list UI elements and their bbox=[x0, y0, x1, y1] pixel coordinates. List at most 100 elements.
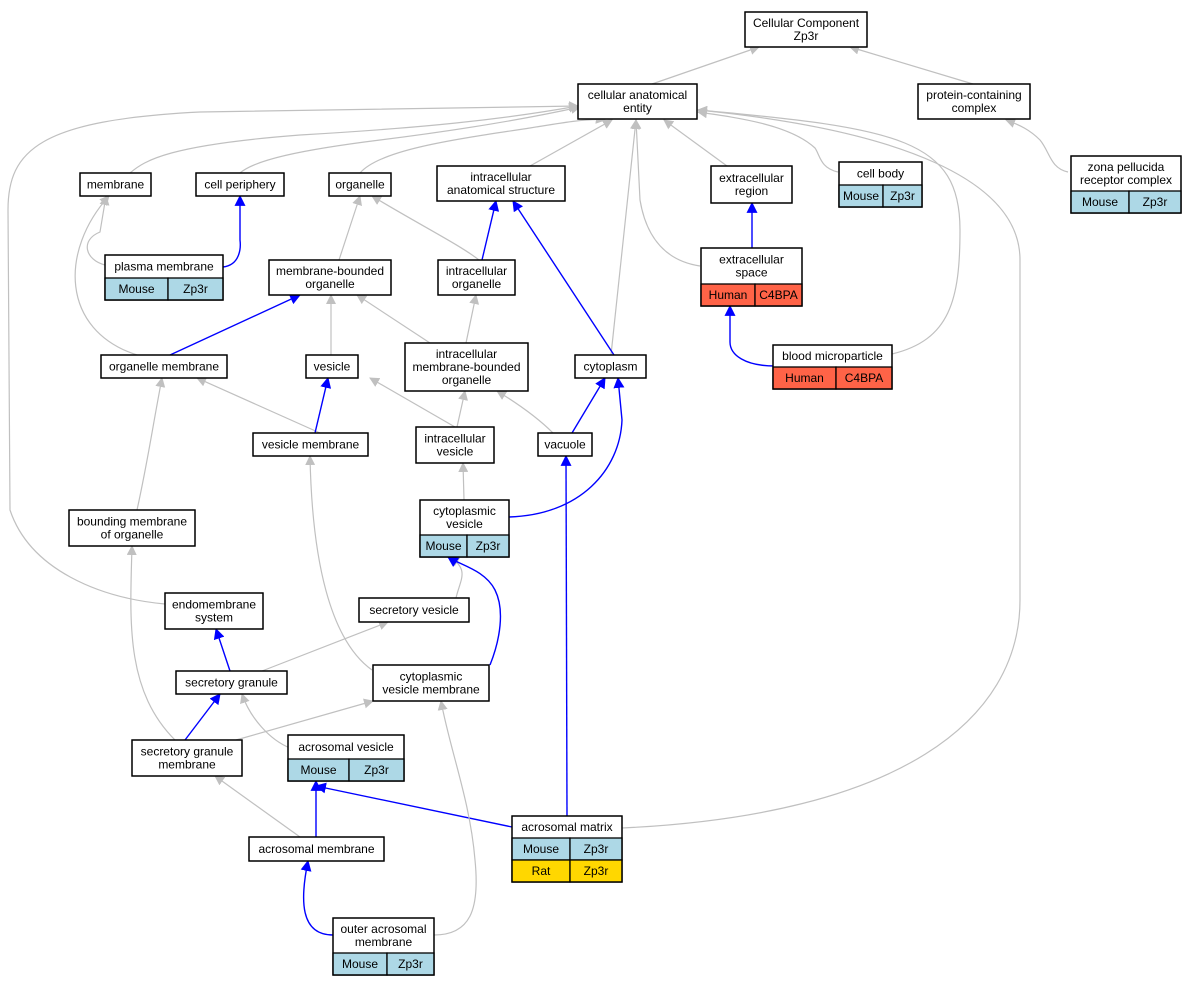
node-label: cell body bbox=[857, 167, 904, 181]
node-vacuole[interactable]: vacuole bbox=[537, 432, 593, 457]
node-label: vacuole bbox=[544, 438, 586, 452]
node-acrmem[interactable]: acrosomal membrane bbox=[248, 836, 385, 862]
node-border bbox=[710, 165, 793, 204]
blue-edge-34 bbox=[508, 376, 625, 518]
node-label: organelle membrane bbox=[109, 360, 219, 374]
node-box bbox=[744, 11, 868, 48]
gray-edge-9 bbox=[631, 119, 701, 267]
node-label: extracellular bbox=[719, 171, 784, 185]
node-box bbox=[358, 597, 470, 623]
gray-edge-35 bbox=[458, 462, 469, 501]
node-box bbox=[131, 739, 243, 777]
node-orgmem[interactable]: organelle membrane bbox=[100, 354, 228, 379]
node-border bbox=[700, 247, 803, 307]
gene-label: Zp3r bbox=[1143, 195, 1168, 209]
node-label: space bbox=[735, 266, 767, 280]
node-label: organelle bbox=[305, 277, 355, 291]
node-secgran[interactable]: secretory granule bbox=[175, 670, 288, 695]
node-label: of organelle bbox=[101, 528, 164, 542]
node-box bbox=[917, 83, 1031, 120]
gray-edge-8 bbox=[697, 108, 839, 173]
node-secves[interactable]: secretory vesicle bbox=[358, 597, 470, 623]
node-border bbox=[574, 354, 647, 379]
node-organelle[interactable]: organelle bbox=[328, 172, 392, 197]
node-label: secretory granule bbox=[141, 745, 234, 759]
node-vesmem[interactable]: vesicle membrane bbox=[252, 432, 369, 457]
organism-label: Human bbox=[785, 371, 824, 385]
node-label: secretory vesicle bbox=[369, 603, 459, 617]
gene-label: Zp3r bbox=[476, 539, 501, 553]
gray-edge-7 bbox=[663, 119, 728, 167]
organism-label: Mouse bbox=[1082, 195, 1118, 209]
gene-label: Zp3r bbox=[890, 189, 915, 203]
node-label: Cellular Component bbox=[753, 16, 860, 30]
node-border bbox=[415, 426, 495, 464]
node-label: acrosomal vesicle bbox=[298, 740, 394, 754]
node-label: intracellular bbox=[446, 264, 507, 278]
node-label: cell periphery bbox=[204, 178, 275, 192]
node-label: intracellular bbox=[470, 170, 531, 184]
gray-edge-44 bbox=[235, 698, 374, 741]
blue-edge-29 bbox=[314, 376, 332, 434]
organism-label: Mouse bbox=[342, 957, 378, 971]
gray-edge-26 bbox=[465, 294, 480, 344]
node-label: intracellular bbox=[424, 432, 485, 446]
node-label: blood microparticle bbox=[782, 349, 883, 363]
node-border bbox=[248, 836, 385, 862]
organism-label: Mouse bbox=[843, 189, 879, 203]
node-label: extracellular bbox=[719, 253, 784, 267]
node-cellperiph[interactable]: cell periphery bbox=[195, 172, 285, 197]
organism-label: Mouse bbox=[118, 282, 154, 296]
node-box bbox=[415, 426, 495, 464]
node-border bbox=[332, 917, 435, 976]
node-label: membrane-bounded bbox=[276, 264, 384, 278]
gene-label: Zp3r bbox=[584, 864, 609, 878]
gray-edge-47 bbox=[214, 775, 301, 838]
blue-edge-19 bbox=[481, 199, 500, 261]
node-label: acrosomal membrane bbox=[258, 842, 374, 856]
node-label: intracellular bbox=[436, 347, 497, 361]
node-membrane[interactable]: membrane bbox=[79, 172, 152, 197]
node-label: vesicle bbox=[437, 445, 474, 459]
gray-edge-28 bbox=[196, 377, 321, 434]
gene-label: Zp3r bbox=[398, 957, 423, 971]
node-border bbox=[744, 11, 868, 48]
gray-edge-1 bbox=[849, 44, 974, 85]
node-label: complex bbox=[952, 101, 997, 115]
node-label: membrane bbox=[158, 758, 216, 772]
gray-edge-50 bbox=[433, 700, 477, 936]
node-vesicle[interactable]: vesicle bbox=[305, 354, 359, 379]
blue-edge-23 bbox=[169, 294, 301, 356]
node-label: anatomical structure bbox=[447, 183, 555, 197]
gray-edge-18 bbox=[371, 195, 480, 261]
gray-edge-17 bbox=[338, 195, 362, 261]
node-border bbox=[287, 734, 405, 782]
node-label: cytoplasmic bbox=[400, 670, 463, 684]
node-cytoplasm[interactable]: cytoplasm bbox=[574, 354, 647, 379]
node-label: receptor complex bbox=[1080, 173, 1172, 187]
gray-edge-0 bbox=[651, 45, 760, 85]
